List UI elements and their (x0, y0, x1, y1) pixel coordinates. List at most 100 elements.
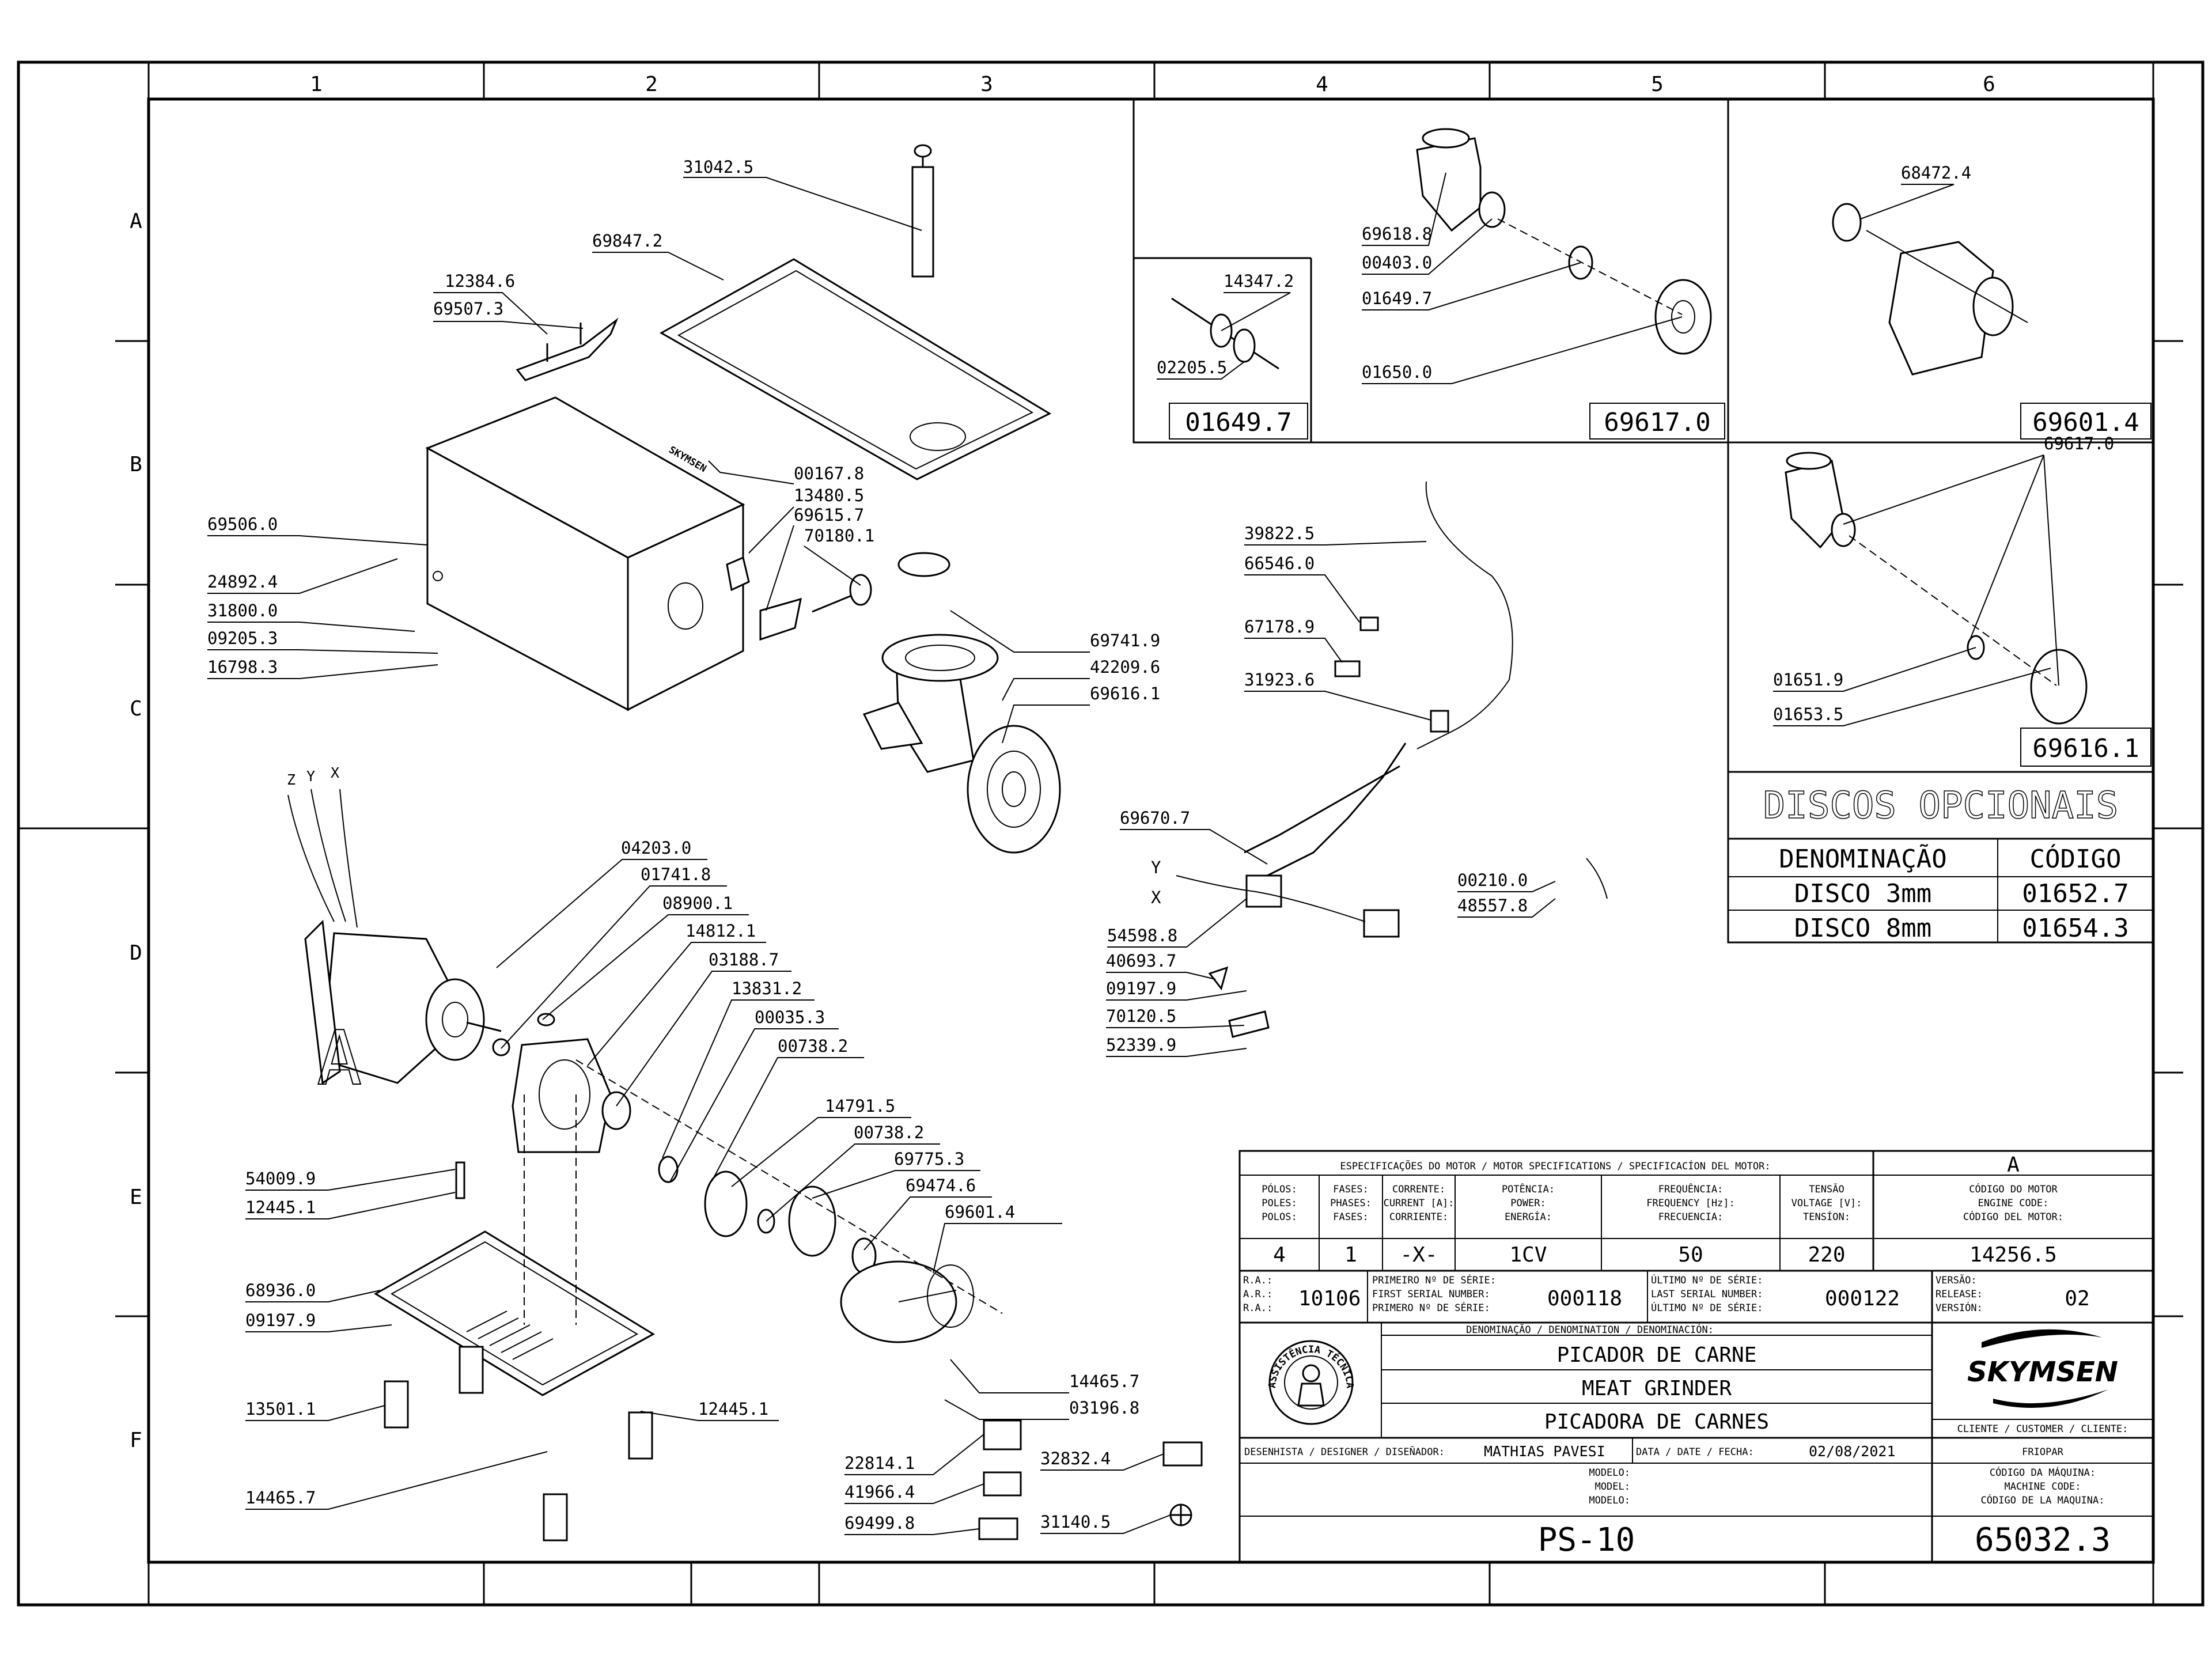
date-label: DATA / DATE / FECHA: (1636, 1446, 1754, 1458)
row-label: F (130, 1429, 142, 1452)
row-label: E (130, 1185, 142, 1209)
engine-code-value: 14256.5 (1969, 1243, 2057, 1267)
part-label: 31923.6 (1244, 670, 1315, 690)
part-label: 69617.0 (2044, 434, 2114, 453)
col-label: 4 (1316, 73, 1328, 96)
detail-panels: 01649.7 69617.0 69601.4 69616.1 (1132, 98, 2154, 942)
col-label: 1 (310, 73, 323, 96)
spec-value-poles: 4 (1273, 1243, 1286, 1267)
switch-part (726, 556, 750, 592)
disco-code: 01654.3 (2022, 914, 2128, 943)
part-label: 01649.7 (1362, 289, 1432, 308)
motor-spec-labels: PÓLOS: POLES: POLOS: FASES: PHASES: FASE… (1262, 1183, 2063, 1223)
bracket-part (516, 317, 619, 381)
spec-label: PÓLOS: (1262, 1183, 1297, 1195)
column-labels: 1 2 3 4 5 6 (310, 73, 1995, 96)
brand-logo-text: SKYMSEN (1967, 1356, 2118, 1388)
ra-label: R.A.: (1243, 1275, 1272, 1286)
first-serial-label: FIRST SERIAL NUMBER: (1372, 1289, 1490, 1300)
designer-value: MATHIAS PAVESI (1484, 1443, 1605, 1460)
part-label: 66546.0 (1244, 554, 1315, 573)
product-name-pt: PICADOR DE CARNE (1557, 1343, 1757, 1367)
wiring-harness: Y X (1151, 481, 1608, 1038)
spec-label: ENGINE CODE: (1978, 1198, 2049, 1209)
client-value: FRIOPAR (2022, 1446, 2063, 1458)
denomination-header: DENOMINAÇÃO / DENOMINATION / DENOMINACIÓ… (1466, 1323, 1714, 1336)
version-label: VERSÃO: (1936, 1274, 1977, 1286)
part-label: 04203.0 (621, 838, 691, 858)
part-label: 69616.1 (1090, 684, 1160, 703)
part-label: 69601.4 (945, 1202, 1015, 1222)
part-label: 09197.9 (1106, 979, 1176, 998)
product-name-en: MEAT GRINDER (1582, 1377, 1732, 1400)
version-label: VERSIÓN: (1936, 1301, 1983, 1314)
authorized-service-seal: ASSISTÊNCIA TÉCNICA AUTORIZADA (0, 0, 1355, 1425)
part-number-labels: 31042.5 69847.2 12384.6 69507.3 00167.8 … (207, 157, 2114, 1533)
part-label: 00035.3 (755, 1007, 825, 1027)
part-label: 09197.9 (245, 1310, 316, 1330)
spec-label: CURRENT [A]: (1384, 1198, 1455, 1209)
spec-label: TENSÍON: (1803, 1210, 1850, 1223)
part-label: 00403.0 (1362, 253, 1432, 272)
part-label: 48557.8 (1457, 896, 1528, 915)
pusher-part (911, 144, 934, 278)
part-label: 70180.1 (804, 526, 874, 546)
col-label: 6 (1983, 73, 1995, 96)
row-label: B (130, 453, 142, 476)
motor-part: Z Y X A (287, 764, 502, 1103)
client-label: CLIENTE / CUSTOMER / CLIENTE: (1957, 1423, 2128, 1435)
parts-illustration: SKYMSEN (287, 128, 2088, 1541)
part-label: 54009.9 (245, 1169, 316, 1188)
part-label: 32832.4 (1040, 1449, 1111, 1468)
part-label: 01653.5 (1773, 704, 1843, 724)
part-label: 69615.7 (794, 505, 864, 525)
part-label: 69847.2 (592, 231, 662, 251)
part-label: 12384.6 (445, 271, 515, 291)
feet-parts (384, 1161, 653, 1541)
disco-code: 01652.7 (2022, 879, 2128, 908)
version-label: RELEASE: (1936, 1289, 1983, 1300)
spec-label: FRECUENCIA: (1658, 1211, 1724, 1223)
part-label: 40693.7 (1106, 951, 1176, 971)
serial-row: R.A.: A.R.: R.A.: 10106 PRIMEIRO Nº DE S… (1243, 1274, 2090, 1314)
product-name-es: PICADORA DE CARNES (1544, 1410, 1769, 1434)
version-value: 02 (2065, 1287, 2089, 1310)
spec-label: CORRIENTE: (1389, 1211, 1448, 1223)
part-label: 12445.1 (245, 1198, 316, 1217)
title-block: ESPECIFICAÇÕES DO MOTOR / MOTOR SPECIFIC… (0, 0, 2154, 1563)
discos-title: DISCOS OPCIONAIS (1763, 785, 2119, 827)
spec-label: FREQUENCY [Hz]: (1646, 1198, 1735, 1209)
part-label: 70120.5 (1106, 1006, 1176, 1026)
wire-label: Z (287, 771, 296, 788)
version-letter: A (2007, 1153, 2020, 1177)
wire-label: X (1151, 888, 1161, 907)
part-label: 54598.8 (1107, 926, 1177, 945)
panel-ref-box: 69617.0 (1604, 408, 1710, 437)
col-label: 5 (1651, 73, 1664, 96)
skymsen-logo: SKYMSEN (1967, 1329, 2118, 1408)
wire-label: Y (306, 768, 315, 785)
spec-label: POLES: (1262, 1198, 1297, 1209)
part-label: 01741.8 (641, 865, 711, 884)
spec-value-frequency: 50 (1678, 1243, 1703, 1267)
discos-opcionais-table: DISCOS OPCIONAIS DENOMINAÇÃO CÓDIGO DISC… (1727, 771, 2154, 944)
spec-label: FASES: (1333, 1184, 1368, 1195)
ra-label: R.A.: (1243, 1302, 1272, 1314)
part-label: 68936.0 (245, 1281, 316, 1300)
part-label: 09205.3 (207, 628, 278, 648)
row-label: A (130, 210, 142, 233)
part-label: 16798.3 (207, 657, 278, 677)
part-label: 02205.5 (1157, 358, 1227, 377)
part-label: 14347.2 (1224, 271, 1294, 291)
housing-part: SKYMSEN (425, 396, 745, 711)
spec-value-voltage: 220 (1808, 1243, 1845, 1267)
part-label: 14812.1 (685, 921, 756, 941)
spec-label: POWER: (1510, 1198, 1546, 1209)
part-label: 69474.6 (906, 1176, 976, 1195)
spec-label: FREQUÊNCIA: (1658, 1183, 1724, 1195)
spec-value-phases: 1 (1344, 1243, 1357, 1267)
motor-spec-values: 4 1 -X- 1CV 50 220 14256.5 (1273, 1243, 2057, 1267)
tray-part (659, 258, 1052, 480)
discos-header-name: DENOMINAÇÃO (1779, 844, 1946, 874)
spec-value-current: -X- (1400, 1243, 1437, 1267)
